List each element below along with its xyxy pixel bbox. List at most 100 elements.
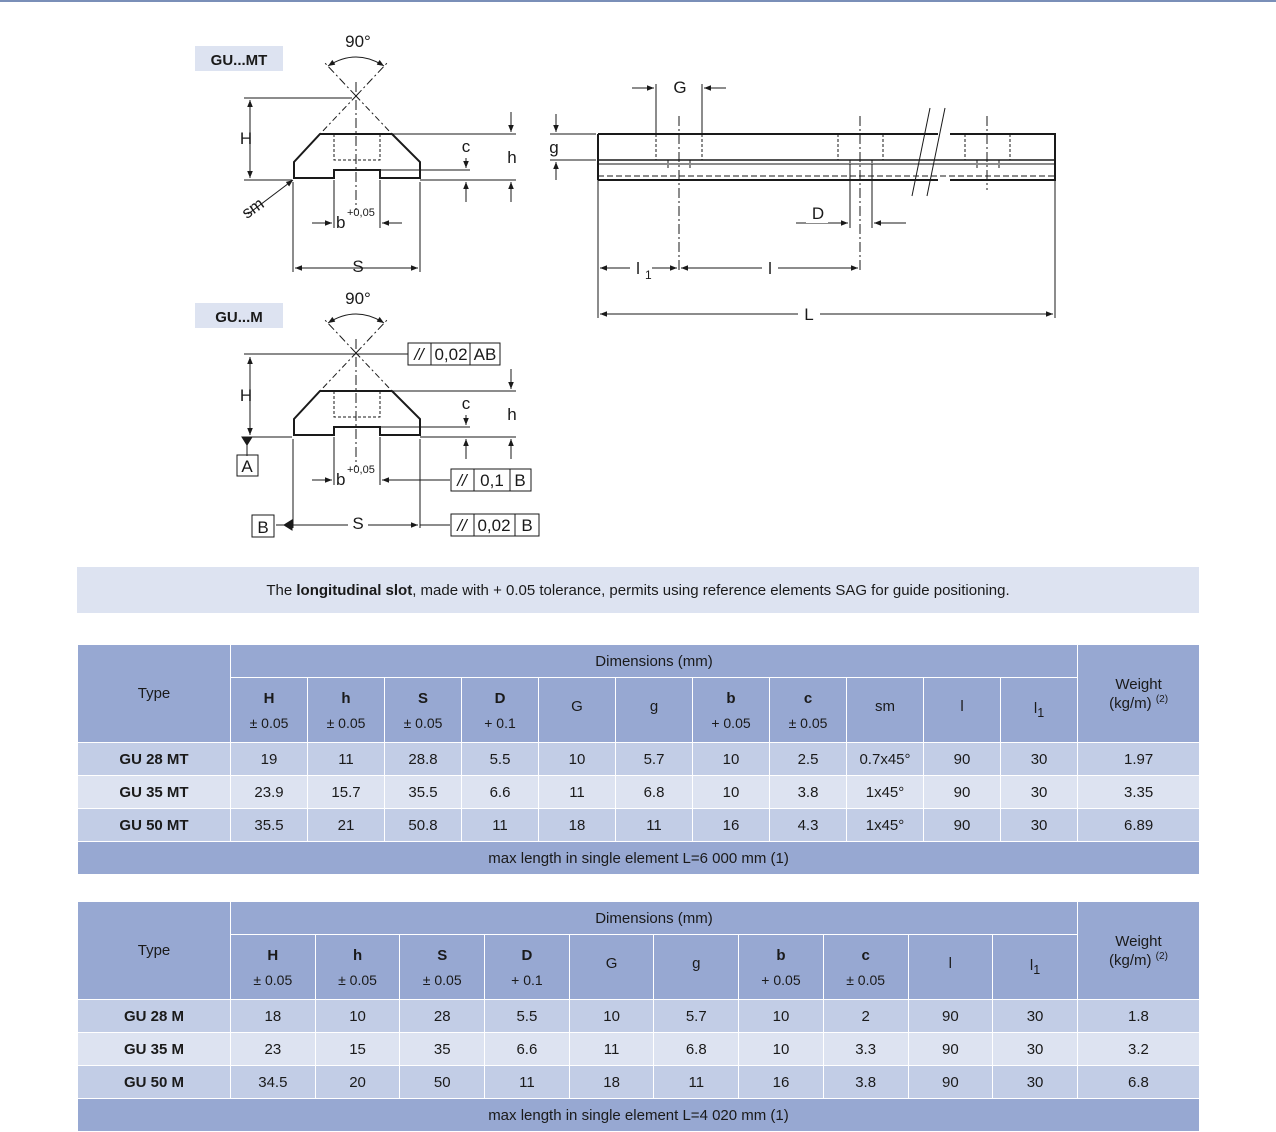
dimension-cell: 90 [907, 1065, 994, 1099]
type-cell: GU 50 MT [77, 808, 231, 842]
column-header: G [538, 677, 616, 743]
type-header: Type [77, 644, 231, 743]
dimension-cell: 1x45° [846, 808, 924, 842]
dim-b-label: b [336, 213, 345, 232]
dimension-cell: 6.8 [615, 775, 693, 809]
dimension-cell: 15 [314, 1032, 401, 1066]
dimension-cell: 23 [230, 1032, 316, 1066]
dimension-cell: 18 [230, 999, 316, 1033]
dimension-cell: 10 [738, 1032, 824, 1066]
dimension-cell: 28 [399, 999, 486, 1033]
dim-c-label: c [462, 394, 471, 413]
technical-drawing: GU...MT 90° H h c sm b +0,05 S [195, 32, 1056, 538]
column-tolerance: ± 0.05 [326, 714, 366, 731]
dimension-cell: 11 [615, 808, 693, 842]
column-header: c± 0.05 [769, 677, 847, 743]
dimension-cell: 10 [692, 742, 770, 776]
column-header: H± 0.05 [230, 934, 316, 1000]
table-footer-row: max length in single element L=6 000 mm … [76, 841, 1201, 875]
dimension-cell: 90 [907, 999, 994, 1033]
tolerance-value: 0,02 [434, 345, 467, 364]
dimension-cell: 5.7 [653, 999, 740, 1033]
column-symbol: b [776, 946, 786, 964]
dimension-cell: 28.8 [384, 742, 462, 776]
weight-cell: 6.89 [1077, 808, 1201, 842]
dim-h-label: h [507, 405, 516, 424]
dim-S-label: S [352, 514, 363, 533]
dimension-cell: 10 [738, 999, 824, 1033]
dimension-cell: 3.8 [769, 775, 847, 809]
type-cell: GU 35 MT [77, 775, 231, 809]
column-header: S± 0.05 [384, 677, 462, 743]
gu-m-title: GU...M [215, 309, 263, 326]
dimension-cell: 21 [307, 808, 385, 842]
dimension-cell: 2 [822, 999, 909, 1033]
dimension-cell: 2.5 [769, 742, 847, 776]
dimension-cell: 5.5 [461, 742, 539, 776]
dim-H-label: H [240, 386, 252, 405]
gu-mt-title: GU...MT [211, 52, 268, 69]
column-symbol: S [437, 946, 448, 964]
dimension-cell: 90 [923, 808, 1001, 842]
dimension-cell: 3.8 [822, 1065, 909, 1099]
column-header: G [568, 934, 655, 1000]
dim-sm-label: sm [238, 194, 267, 223]
column-symbol: l [1029, 957, 1034, 974]
column-header: D+ 0.1 [484, 934, 570, 1000]
dimensions-header: Dimensions (mm) [230, 901, 1078, 935]
tolerance-reference: B [514, 471, 525, 490]
column-tolerance: ± 0.05 [846, 971, 886, 988]
column-tolerance: ± 0.05 [338, 971, 377, 988]
dimensions-table-m: Type Dimensions (mm) Weight(kg/m) (2) H±… [77, 901, 1200, 1132]
dimension-cell: 18 [538, 808, 616, 842]
column-tolerance: ± 0.05 [422, 971, 462, 988]
weight-cell: 1.8 [1076, 999, 1200, 1033]
column-symbol-subscript: 1 [1037, 706, 1045, 720]
column-symbol: H [267, 946, 279, 964]
weight-cell: 3.35 [1077, 775, 1201, 809]
column-symbol-subscript: 1 [1033, 963, 1041, 977]
tolerance-value: 0,1 [480, 471, 504, 490]
dimension-cell: 90 [923, 775, 1001, 809]
dim-g-label: g [549, 138, 558, 157]
column-header: g [653, 934, 740, 1000]
gu-mt-section [195, 46, 516, 272]
dimension-cell: 35 [399, 1032, 486, 1066]
dimension-cell: 15.7 [307, 775, 385, 809]
type-cell: GU 50 M [77, 1065, 231, 1099]
max-length-note: max length in single element L=6 000 mm … [76, 841, 1201, 875]
dimension-cell: 10 [314, 999, 401, 1033]
column-symbol: l [1033, 700, 1038, 717]
column-symbol: D [494, 689, 506, 707]
column-tolerance: ± 0.05 [788, 714, 828, 731]
gu-m-section [195, 303, 540, 538]
dimension-cell: 5.5 [484, 999, 570, 1033]
column-tolerance: + 0.05 [711, 714, 751, 731]
table-footer-row: max length in single element L=4 020 mm … [77, 1098, 1200, 1132]
dimension-cell: 30 [999, 808, 1079, 842]
datum-B-label: B [257, 518, 268, 537]
dim-b-tolerance: +0,05 [347, 464, 375, 476]
column-symbol: h [352, 946, 363, 964]
dimension-cell: 50 [399, 1065, 486, 1099]
column-tolerance: ± 0.05 [249, 714, 289, 731]
dimension-cell: 5.7 [615, 742, 693, 776]
tolerance-reference: AB [474, 345, 497, 364]
column-header: h± 0.05 [307, 677, 385, 743]
type-cell: GU 28 M [77, 999, 231, 1033]
dimension-cell: 90 [923, 742, 1001, 776]
column-symbol: D [521, 946, 533, 964]
column-symbol: g [692, 954, 701, 972]
dimension-cell: 11 [538, 775, 616, 809]
dimension-cell: 16 [738, 1065, 824, 1099]
dim-l-label: l [768, 259, 772, 278]
dimension-cell: 1x45° [846, 775, 924, 809]
column-header: l [923, 677, 1001, 743]
dimension-cell: 0.7x45° [846, 742, 924, 776]
column-symbol: H [263, 689, 275, 707]
column-tolerance: + 0.05 [761, 971, 801, 988]
dimension-cell: 3.3 [822, 1032, 909, 1066]
column-symbol: b [726, 689, 736, 707]
